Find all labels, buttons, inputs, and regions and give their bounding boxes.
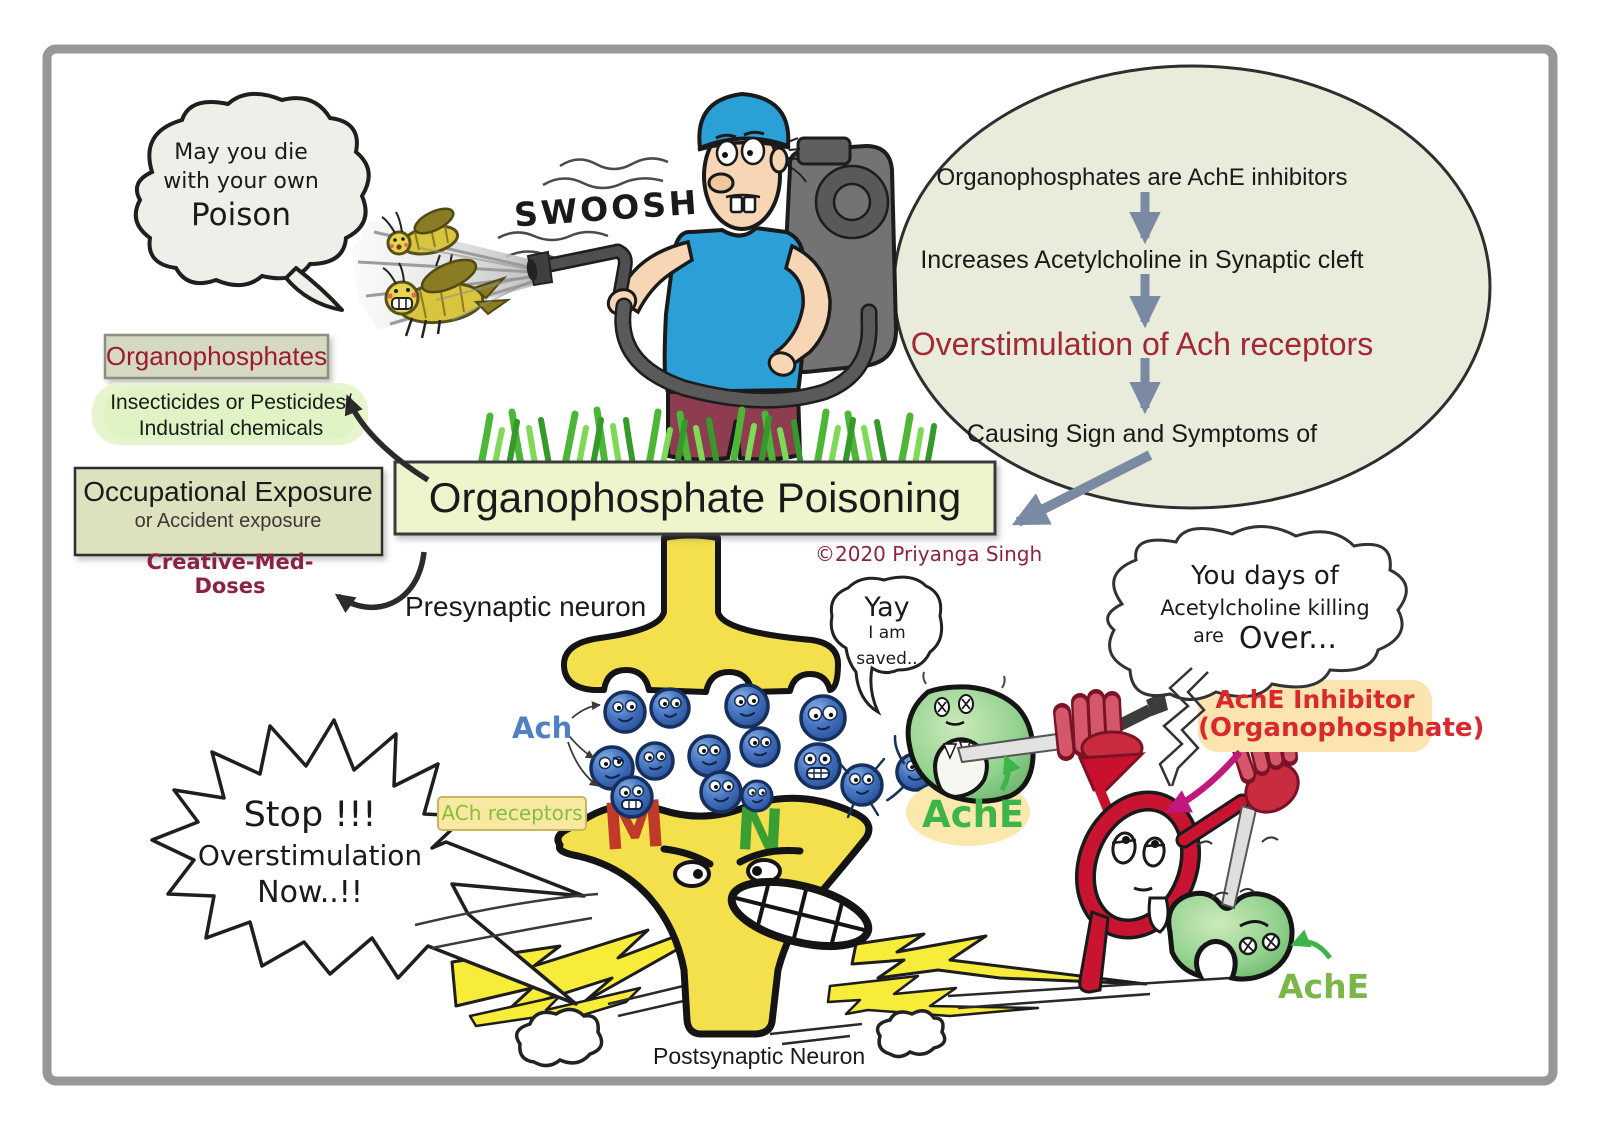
organophosphates-box <box>103 333 330 380</box>
occupational-line2: or Accident exposure <box>134 510 322 532</box>
ach-receptors-label: ACh receptors <box>441 801 583 825</box>
grass <box>476 406 937 474</box>
ache-label-top: AchE <box>922 793 1025 836</box>
inhibitor-line1: AchE Inhibitor <box>1215 685 1415 714</box>
ache-arrow-2 <box>1290 929 1333 960</box>
presynaptic-neuron <box>561 532 841 695</box>
over-line2: Acetylcholine killing <box>1160 596 1370 620</box>
inhibitor-line2: (Organophosphate) <box>1198 713 1485 743</box>
yay-line2: I am <box>868 623 906 643</box>
insecticides-glow-inner <box>104 389 356 439</box>
occupational-line1: Occupational Exposure <box>83 476 373 507</box>
over-line3-small: are <box>1193 625 1224 647</box>
over-line1: You days of <box>1191 561 1339 591</box>
ache-label-bottom: AchE <box>1278 967 1370 1006</box>
right-hand <box>767 351 797 377</box>
beret-cap <box>697 91 791 151</box>
page-title: Organophosphate Poisoning <box>428 474 962 521</box>
insect-small <box>381 207 460 267</box>
ache-enzyme-2 <box>1166 890 1295 982</box>
over-speech-bubble <box>1106 524 1408 701</box>
poison-bubble-line2: with your own <box>163 169 319 194</box>
tank-handle-ring <box>817 167 887 237</box>
sprayer-hose <box>616 300 876 407</box>
postsynaptic-label: Postsynaptic Neuron <box>653 1043 866 1069</box>
insecticides-line2: Industrial chemicals <box>138 417 324 440</box>
flow-arrows <box>1011 192 1161 527</box>
occupational-box <box>73 466 384 557</box>
title-box <box>393 460 997 536</box>
ach-molecules <box>589 683 946 819</box>
flow-step-4: Causing Sign and Symptoms of <box>966 420 1318 448</box>
bubble-tail <box>284 266 344 312</box>
stop-tail-lines <box>414 892 599 950</box>
ache-enzyme-1 <box>905 671 1036 804</box>
inhibitor-tag-bg <box>1198 680 1432 752</box>
red-hand-1 <box>1053 689 1168 812</box>
flow-step-1: Organophosphates are AchE inhibitors <box>936 164 1348 191</box>
nose <box>707 172 735 194</box>
poster-frame <box>42 44 1558 1086</box>
flow-step-3: Overstimulation of Ach receptors <box>910 326 1374 362</box>
stop-line3: Now..!! <box>257 875 363 910</box>
dust-puff-left <box>514 1007 604 1068</box>
spray-overlay-streaks <box>419 247 534 321</box>
inhibitor-arrow <box>1165 749 1243 813</box>
brand-watermark: Creative-Med-Doses <box>146 550 314 599</box>
over-bubble-tail <box>1158 667 1209 787</box>
flow-step-2: Increases Acetylcholine in Synaptic clef… <box>920 246 1364 274</box>
farmer-cartoon <box>526 91 899 462</box>
organophosphates-label: Organophosphates <box>105 341 328 371</box>
organophosphate-figure <box>1074 790 1251 994</box>
left-curved-arrows <box>334 394 430 614</box>
insecticides-line1: Insecticides or Pesticides/ <box>110 391 352 414</box>
spray-wand <box>540 246 631 305</box>
ach-pointer-arrows <box>565 701 601 787</box>
copyright-text: ©2020 Priyanga Singh <box>815 542 1043 566</box>
presynaptic-label: Presynaptic neuron <box>405 591 647 622</box>
stop-line1: Stop !!! <box>243 795 377 835</box>
flow-arrow-to-title <box>1011 450 1153 527</box>
over-line3: are Over... <box>1150 621 1380 657</box>
ache-arrow-1 <box>999 754 1021 792</box>
ach-receptors-tag <box>437 796 587 831</box>
over-line3-big: Over... <box>1238 621 1337 656</box>
yay-speech-bubble <box>829 575 944 716</box>
dust-puff-right <box>875 1009 947 1059</box>
postsynaptic-face <box>660 845 873 951</box>
poison-speech-bubble <box>133 92 371 312</box>
yay-line1: Yay <box>864 592 910 623</box>
ach-label: Ach <box>512 711 573 745</box>
poison-bubble-line3: Poison <box>191 197 291 233</box>
arrow-to-insecticides <box>344 394 430 483</box>
stop-speech-bubble <box>150 718 586 1006</box>
yay-line3: saved.. <box>856 649 918 669</box>
stop-line2: Overstimulation <box>197 839 423 872</box>
arrow-to-brand <box>334 551 427 614</box>
poison-bubble-line1: May you die <box>174 140 308 165</box>
